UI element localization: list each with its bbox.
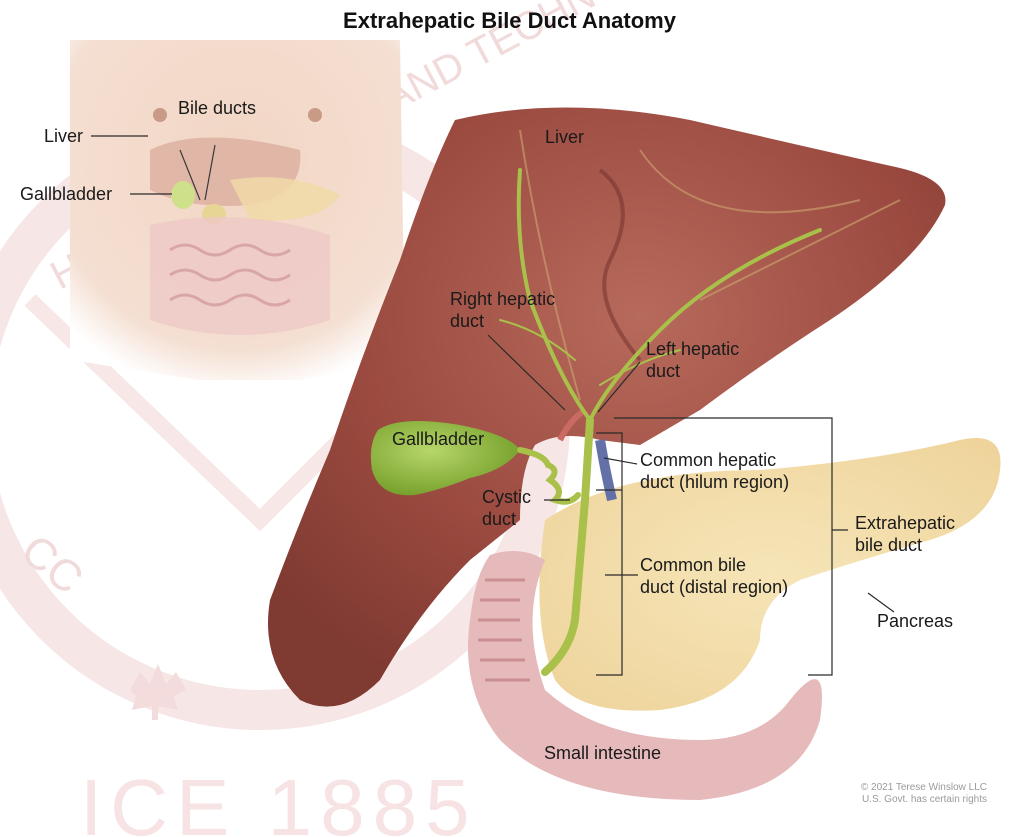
left-hepatic-duct-label: Left hepatic duct — [646, 338, 739, 382]
common-bile-duct-line1: Common bile — [640, 555, 747, 575]
inset-intestines — [150, 217, 330, 335]
gallbladder-label: Gallbladder — [392, 429, 485, 449]
inset-gallbladder-label: Gallbladder — [20, 184, 113, 204]
portal-vein — [595, 439, 617, 502]
intestine-folds — [478, 578, 530, 682]
inset-nipple-left — [153, 108, 167, 122]
left-hepatic-duct-line1: Left hepatic — [646, 339, 740, 359]
extrahepatic-bile-duct-label: Extrahepatic bile duct — [855, 512, 955, 556]
liver-vessels — [519, 129, 901, 401]
inset-torso — [70, 40, 405, 380]
liver-falciform-ligament — [598, 168, 642, 362]
liver-label: Liver — [545, 127, 585, 147]
right-hepatic-duct-line2: duct — [450, 311, 485, 331]
ductal-bracket — [596, 432, 623, 676]
common-hepatic-duct-line2: duct (hilum region) — [640, 472, 790, 492]
leader-left-hepatic — [597, 361, 641, 413]
inset-bile-duct-leaders — [179, 144, 216, 201]
leader-lines — [91, 135, 895, 676]
extrahepatic-bracket — [614, 417, 848, 676]
inset-nipple-right — [308, 108, 322, 122]
gallbladder — [370, 421, 520, 496]
maple-leaf-icon — [130, 664, 186, 720]
leader-right-hepatic — [487, 334, 566, 411]
credit-line2: U.S. Govt. has certain rights — [861, 794, 987, 805]
small-intestine — [468, 551, 822, 800]
cystic-duct-line1: Cystic — [482, 487, 531, 507]
left-hepatic-duct — [588, 228, 822, 422]
extrahepatic-bile-duct-line1: Extrahepatic — [855, 513, 956, 533]
common-bile-duct-line2: duct (distal region) — [640, 577, 789, 597]
pancreas — [539, 438, 1001, 711]
liver — [268, 107, 946, 707]
cystic-duct-label: Cystic duct — [482, 486, 531, 530]
inset-bowel-loops — [169, 243, 291, 307]
small-intestine-label: Small intestine — [544, 743, 662, 763]
right-hepatic-duct-line1: Right hepatic — [450, 289, 556, 309]
inset-liver-label: Liver — [44, 126, 84, 146]
page-title: Extrahepatic Bile Duct Anatomy — [343, 8, 676, 33]
inset-bile-ducts-label: Bile ducts — [178, 98, 257, 118]
inset-pancreas — [230, 177, 340, 221]
right-hepatic-duct-label: Right hepatic duct — [450, 288, 555, 332]
cystic-duct — [517, 447, 581, 505]
watermark-bottom: ICE 1885 — [80, 763, 478, 837]
bile-duct-tree — [499, 168, 822, 676]
common-hepatic-duct-label: Common hepatic duct (hilum region) — [640, 449, 789, 493]
extrahepatic-bile-duct-line2: bile duct — [855, 535, 923, 555]
cystic-duct-line2: duct — [482, 509, 517, 529]
minor-ducts — [499, 319, 681, 386]
pancreas-label: Pancreas — [877, 611, 954, 631]
common-bile-duct — [541, 416, 594, 676]
inset-gallbladder — [171, 181, 195, 209]
leader-common-hepatic — [603, 457, 638, 465]
common-hepatic-duct-line1: Common hepatic — [640, 450, 777, 470]
common-bile-duct-label: Common bile duct (distal region) — [640, 554, 788, 598]
credit-line1: © 2021 Terese Winslow LLC — [860, 782, 987, 793]
leader-pancreas — [867, 592, 895, 613]
right-hepatic-duct — [516, 168, 592, 422]
left-hepatic-duct-line2: duct — [646, 361, 681, 381]
copyright-credit: © 2021 Terese Winslow LLC U.S. Govt. has… — [861, 782, 987, 806]
